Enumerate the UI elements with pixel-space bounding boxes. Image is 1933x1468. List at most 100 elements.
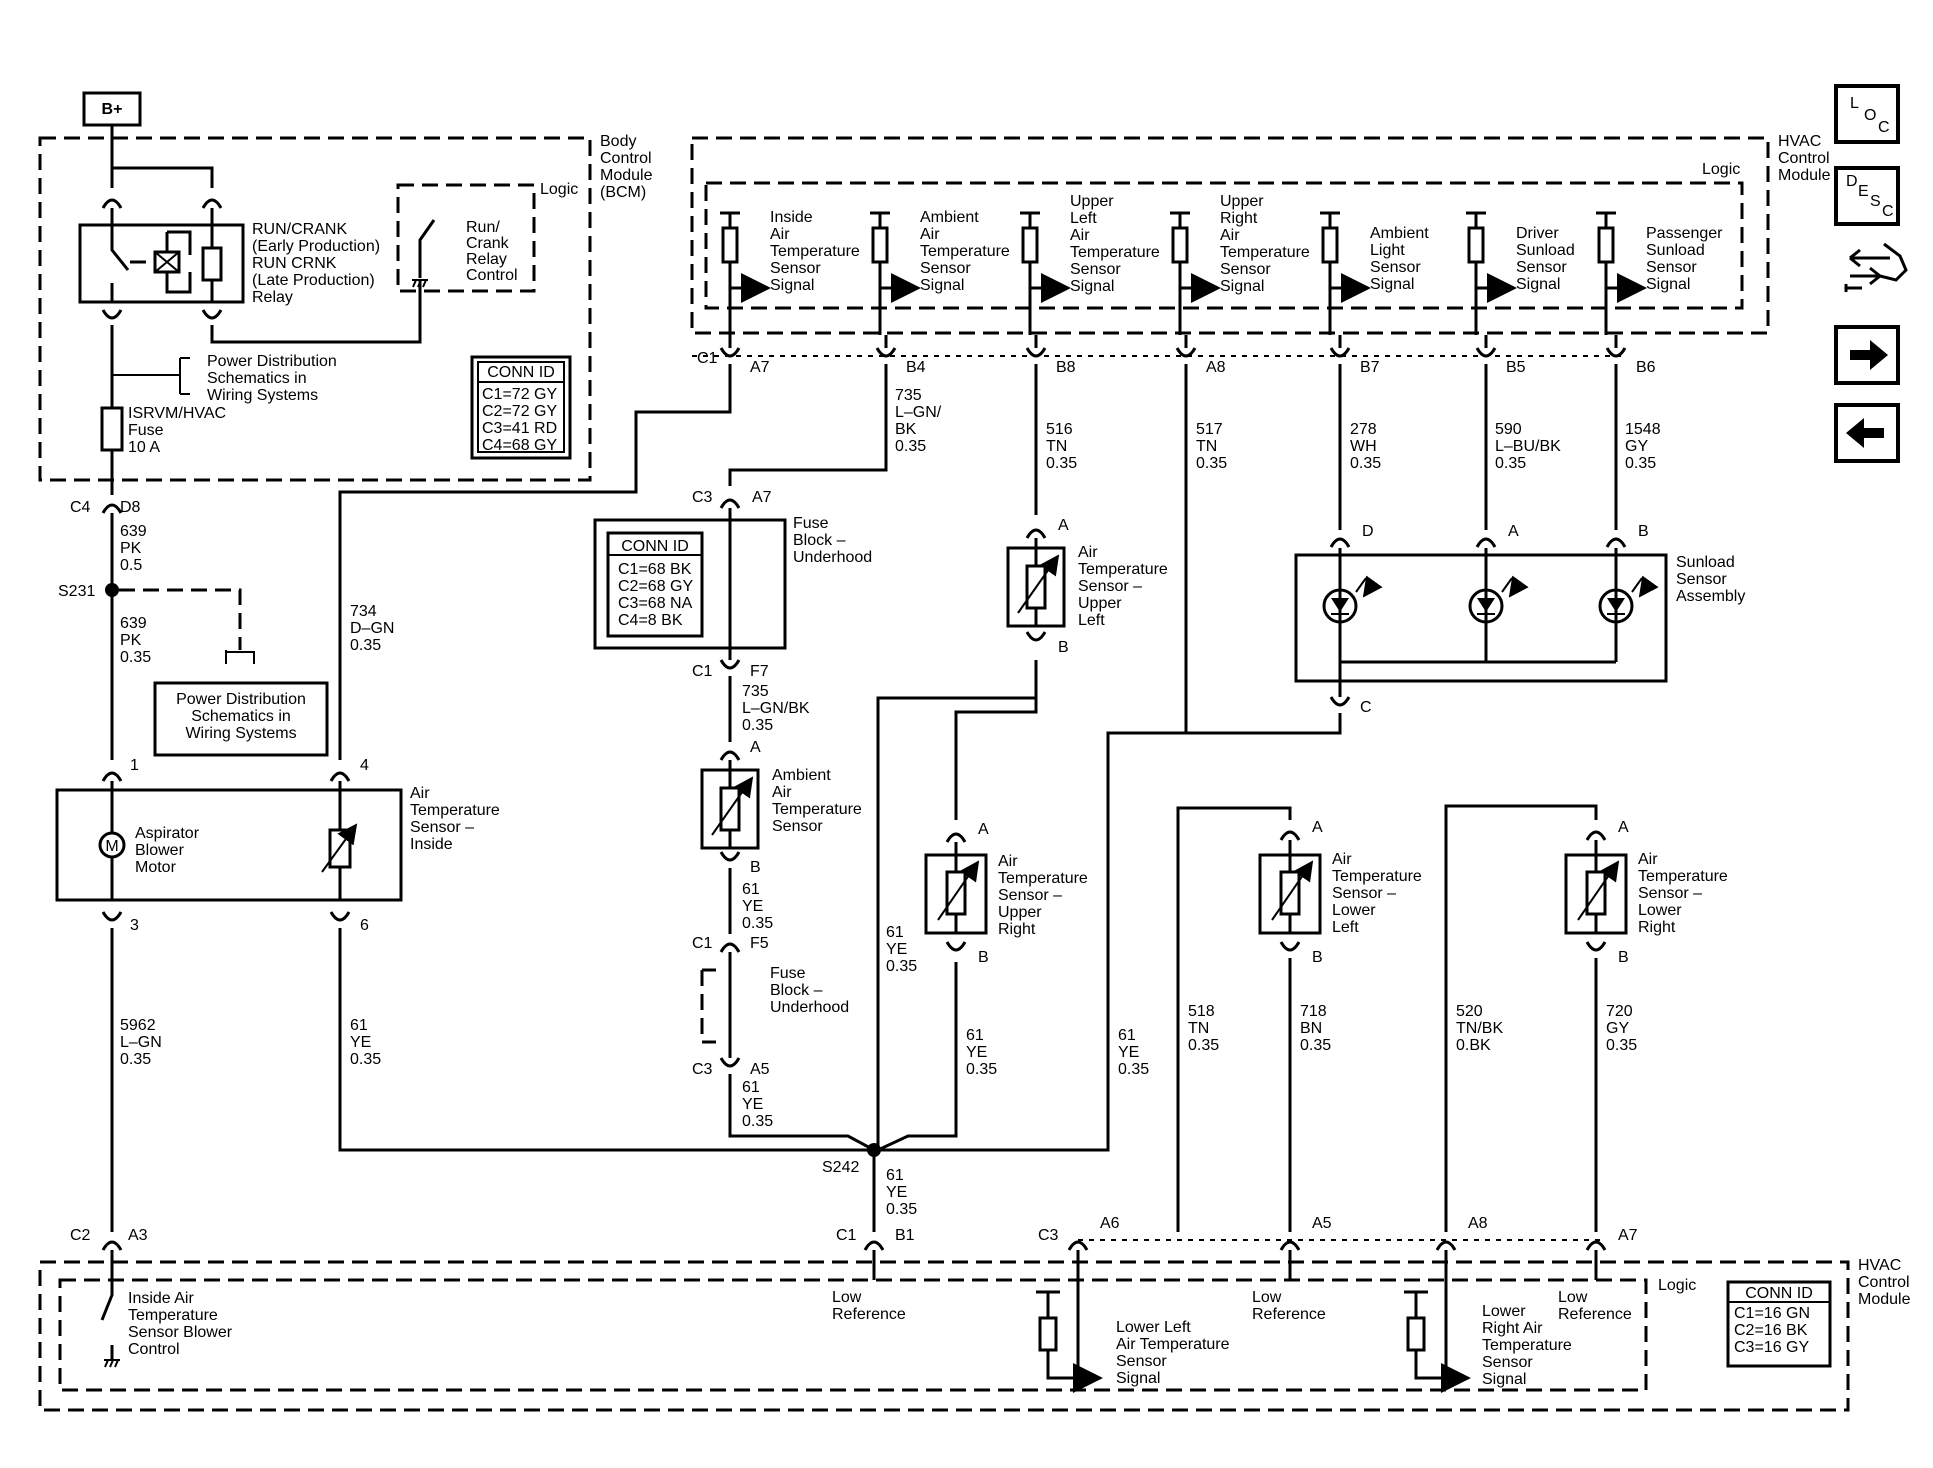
svg-text:C3: C3 bbox=[1038, 1227, 1059, 1244]
svg-text:A: A bbox=[1618, 819, 1629, 836]
arrow-right-icon bbox=[1850, 340, 1888, 370]
svg-text:B+: B+ bbox=[102, 101, 123, 118]
sunload-pin-label: A bbox=[1508, 523, 1519, 540]
svg-text:A5: A5 bbox=[750, 1061, 770, 1078]
connector-c1-pin bbox=[1175, 347, 1197, 358]
next-page-button[interactable] bbox=[1834, 325, 1900, 385]
svg-text:O: O bbox=[1864, 107, 1876, 124]
thermistor-icon bbox=[1577, 860, 1620, 921]
air-temperature-sensor-upper-right bbox=[924, 842, 988, 935]
thermistor-icon bbox=[711, 776, 754, 836]
svg-text:S231: S231 bbox=[58, 583, 95, 600]
svg-text:C: C bbox=[1878, 119, 1890, 136]
svg-text:C3: C3 bbox=[692, 1061, 713, 1078]
svg-text:4: 4 bbox=[360, 757, 369, 774]
svg-text:3: 3 bbox=[130, 917, 139, 934]
svg-text:C4: C4 bbox=[70, 499, 91, 516]
connector-c1-pin bbox=[875, 347, 897, 358]
svg-text:A: A bbox=[1312, 819, 1323, 836]
connector-end-view-icon[interactable] bbox=[1844, 242, 1908, 292]
sunload-pin-connector bbox=[1605, 537, 1627, 548]
air-temperature-sensor-lower-right bbox=[1564, 840, 1628, 935]
svg-text:C: C bbox=[1360, 699, 1372, 716]
arrow-left-icon bbox=[1846, 418, 1884, 448]
svg-text:C: C bbox=[1882, 203, 1894, 220]
connector-c1-pin bbox=[1025, 347, 1047, 358]
pin-label: B6 bbox=[1636, 359, 1656, 376]
svg-text:1: 1 bbox=[130, 757, 139, 774]
thermistor-icon bbox=[321, 823, 358, 873]
pin-label: B5 bbox=[1506, 359, 1526, 376]
svg-text:B: B bbox=[1618, 949, 1629, 966]
svg-text:Logic: Logic bbox=[1658, 1277, 1696, 1294]
ambient-air-temperature-sensor bbox=[700, 760, 760, 850]
bcm-logic-label: Logic bbox=[540, 181, 578, 198]
svg-text:D8: D8 bbox=[120, 499, 141, 516]
svg-text:A6: A6 bbox=[1100, 1215, 1120, 1232]
svg-text:C3: C3 bbox=[692, 489, 713, 506]
svg-text:C2: C2 bbox=[70, 1227, 91, 1244]
splice-s231 bbox=[105, 583, 119, 597]
svg-text:A7: A7 bbox=[752, 489, 772, 506]
previous-page-button[interactable] bbox=[1834, 403, 1900, 463]
svg-text:A3: A3 bbox=[128, 1227, 148, 1244]
relay-label: RUN/CRANK(Early Production)RUN CRNK(Late… bbox=[252, 221, 380, 306]
description-button[interactable]: D E S C bbox=[1834, 166, 1900, 226]
svg-text:B: B bbox=[978, 949, 989, 966]
sunload-pin-label: B bbox=[1638, 523, 1649, 540]
location-button[interactable]: L O C bbox=[1834, 84, 1900, 144]
svg-text:Logic: Logic bbox=[1702, 161, 1740, 178]
svg-text:A7: A7 bbox=[1618, 1227, 1638, 1244]
pin-label: A8 bbox=[1206, 359, 1226, 376]
air-temperature-sensor-upper-left bbox=[1006, 538, 1066, 628]
svg-text:L: L bbox=[1850, 95, 1859, 112]
svg-text:B: B bbox=[750, 859, 761, 876]
